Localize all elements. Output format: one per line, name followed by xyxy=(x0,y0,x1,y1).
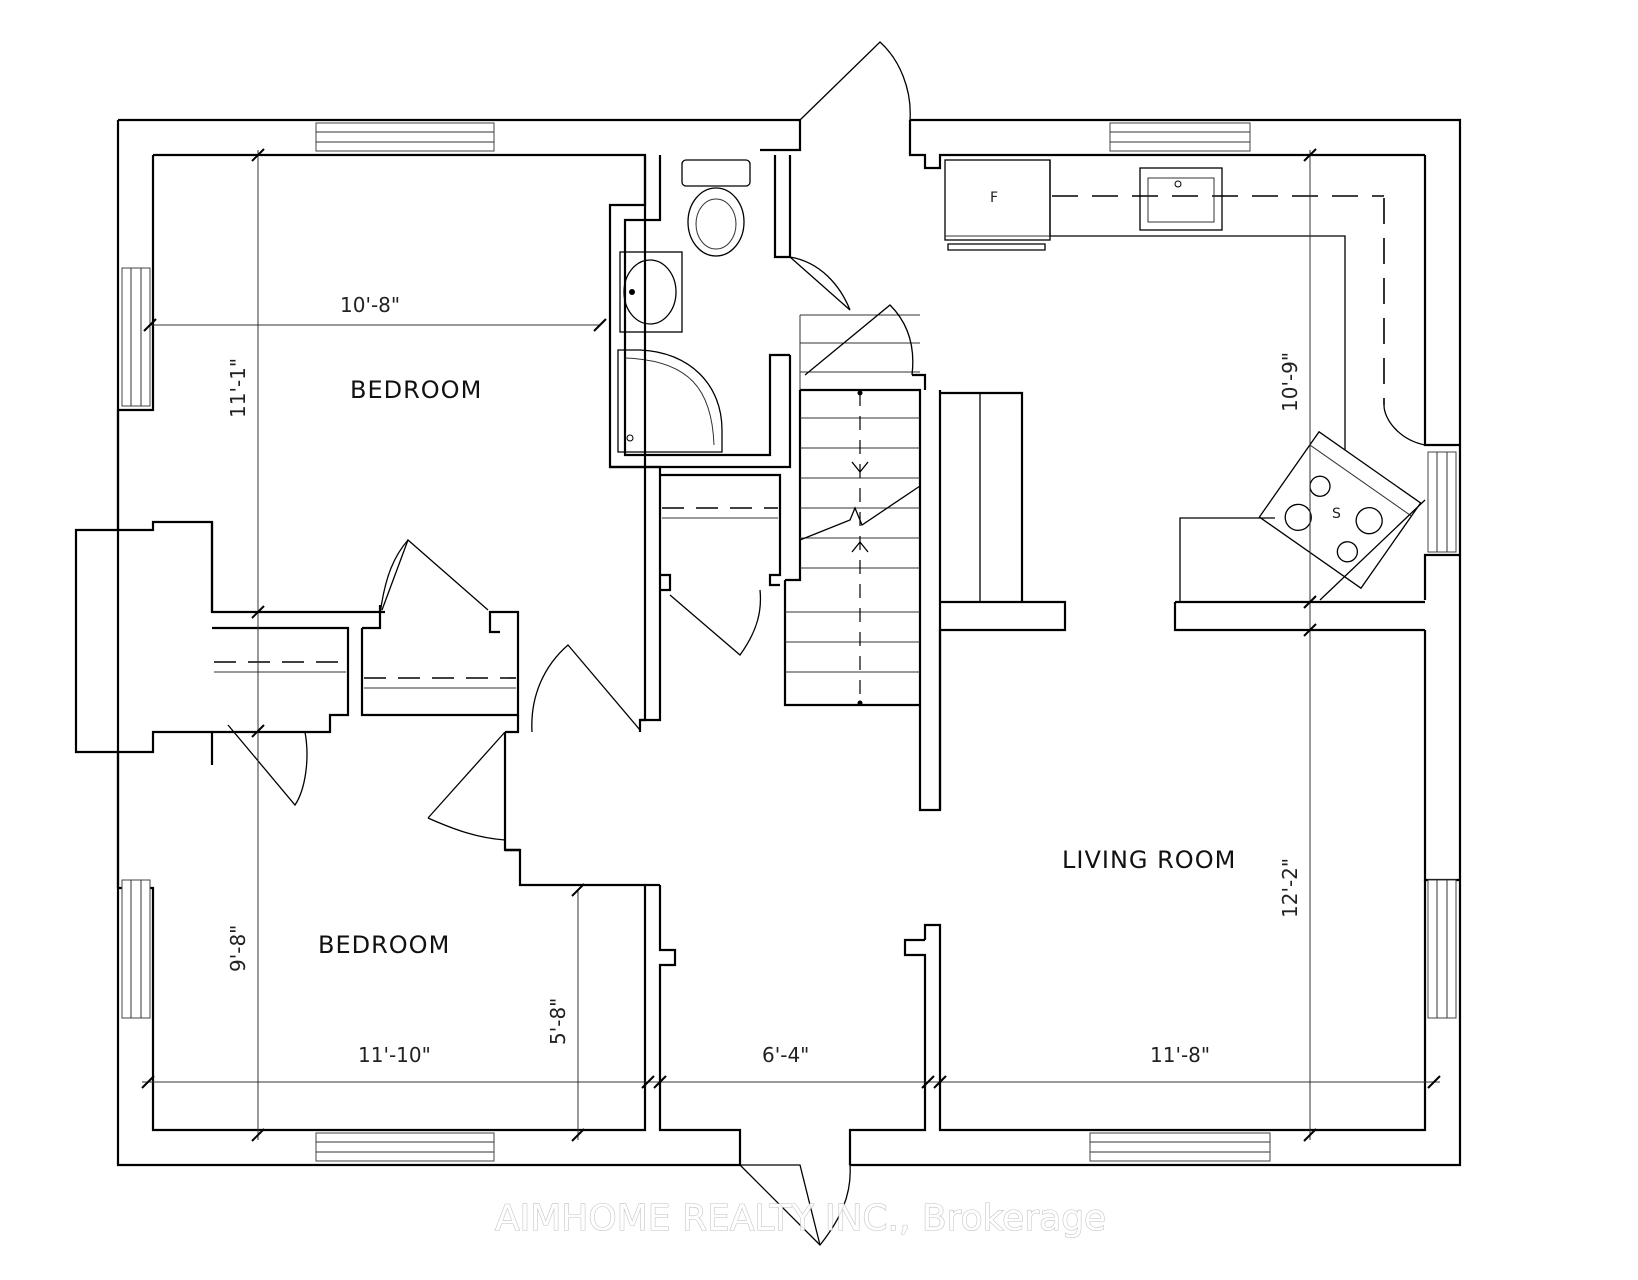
front-door xyxy=(739,1164,851,1246)
dimension-lines xyxy=(141,148,1441,1142)
dim-closet-depth: 5'-8" xyxy=(546,998,570,1045)
kitchen: F S xyxy=(944,159,1426,602)
stove-label: S xyxy=(1332,506,1341,522)
entry-doors xyxy=(739,41,911,1246)
stair-down-arrow-icon xyxy=(851,461,869,474)
bath-sink xyxy=(619,251,683,333)
closets xyxy=(212,473,782,852)
dim-hall-width: 6'-4" xyxy=(762,1043,809,1067)
fridge-label: F xyxy=(990,190,998,206)
windows xyxy=(121,122,1457,1162)
toilet-tank xyxy=(681,159,751,187)
exterior-walls xyxy=(74,118,1462,1167)
room-label-living-room: LIVING ROOM xyxy=(1062,846,1236,874)
back-door xyxy=(799,41,911,121)
bathroom xyxy=(610,155,851,469)
dim-lower-bedroom-depth: 9'-8" xyxy=(226,925,250,972)
dim-kitchen-depth: 10'-9" xyxy=(1278,352,1302,412)
stair-up-arrow-icon xyxy=(851,540,869,553)
dim-upper-bedroom-depth: 11'-1" xyxy=(226,358,250,418)
interior-walls xyxy=(210,205,1425,1080)
dim-upper-bedroom-width: 10'-8" xyxy=(340,293,400,317)
toilet-bowl-icon xyxy=(687,187,745,257)
room-label-bedroom-lower: BEDROOM xyxy=(318,931,450,959)
staircase xyxy=(783,304,942,812)
room-label-bedroom-upper: BEDROOM xyxy=(350,376,482,404)
dim-living-depth: 12'-2" xyxy=(1278,858,1302,918)
watermark: AIMHOME REALTY INC., Brokerage xyxy=(495,1198,1106,1239)
dim-living-width: 11'-8" xyxy=(1150,1043,1210,1067)
dim-lower-bedroom-width: 11'-10" xyxy=(358,1043,431,1067)
shower-stall xyxy=(617,349,723,453)
kitchen-sink xyxy=(1139,167,1223,231)
